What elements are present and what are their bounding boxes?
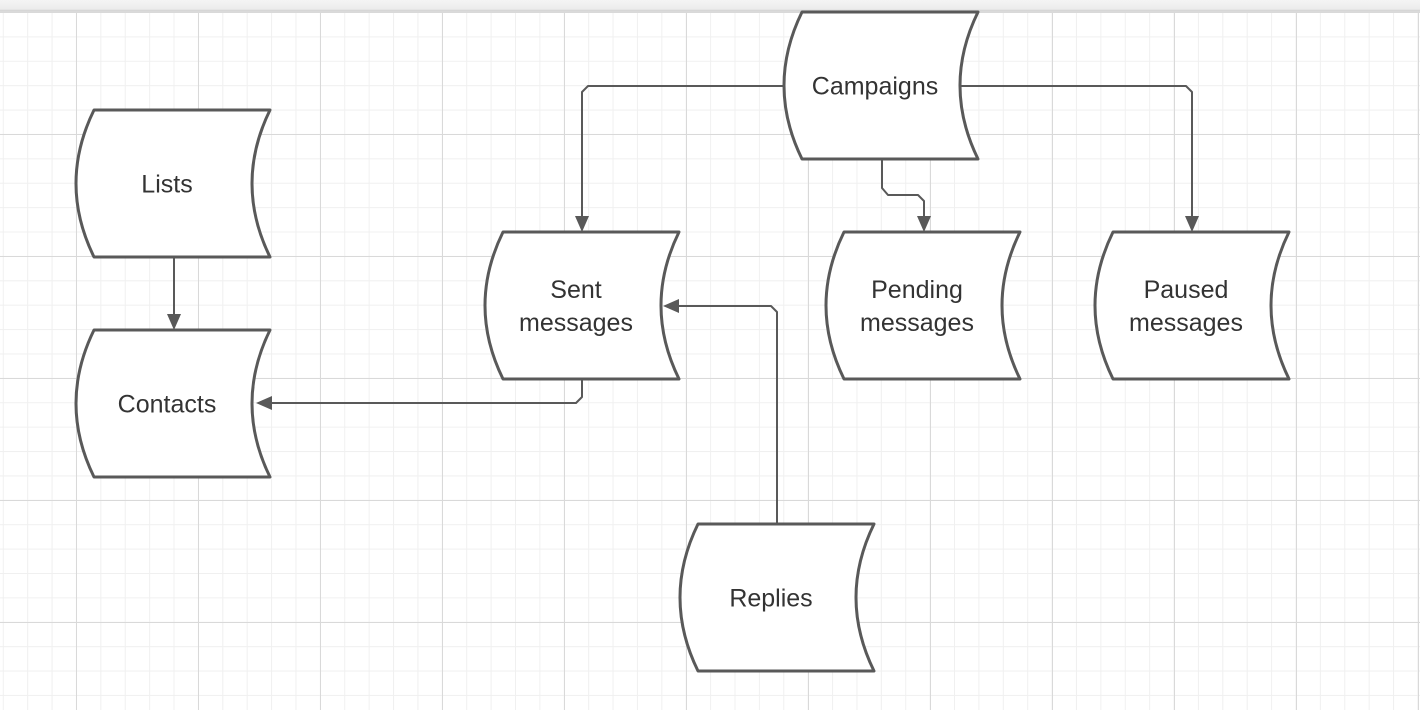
node-label: messages <box>860 309 974 337</box>
stored-data-shape <box>678 522 876 673</box>
node-lists[interactable]: Lists <box>74 108 272 259</box>
node-label: Contacts <box>118 391 217 419</box>
stored-data-shape <box>1093 230 1291 381</box>
node-label: messages <box>1129 309 1243 337</box>
stored-data-shape <box>74 328 272 479</box>
connector-line <box>960 85 1193 216</box>
edge-campaigns-to-pending-messages[interactable] <box>881 160 931 232</box>
node-sent-messages[interactable]: Sent messages <box>483 230 681 381</box>
node-paused-messages[interactable]: Paused messages <box>1093 230 1291 381</box>
connector-line <box>881 160 925 216</box>
toolbar-edge <box>0 0 1420 12</box>
node-label: Sent <box>550 276 601 304</box>
arrow-head-icon <box>1185 216 1199 232</box>
node-replies[interactable]: Replies <box>678 522 876 673</box>
edge-campaigns-to-paused-messages[interactable] <box>960 85 1199 232</box>
node-campaigns[interactable]: Campaigns <box>782 10 980 161</box>
edge-campaigns-to-sent-messages[interactable] <box>575 85 784 232</box>
edge-lists-to-contacts[interactable] <box>167 258 181 330</box>
stored-data-shape <box>782 10 980 161</box>
arrow-head-icon <box>917 216 931 232</box>
connector-line <box>272 380 583 404</box>
stored-data-shape <box>74 108 272 259</box>
connector-line <box>679 305 778 524</box>
node-label: Replies <box>729 585 812 613</box>
node-pending-messages[interactable]: Pending messages <box>824 230 1022 381</box>
edges-layer <box>167 85 1199 524</box>
node-label: Pending <box>871 276 963 304</box>
node-contacts[interactable]: Contacts <box>74 328 272 479</box>
stored-data-shape <box>824 230 1022 381</box>
node-label: Lists <box>141 171 192 199</box>
node-label: Paused <box>1144 276 1229 304</box>
node-label: Campaigns <box>812 73 938 101</box>
arrow-head-icon <box>256 396 272 410</box>
arrow-head-icon <box>575 216 589 232</box>
nodes-layer: CampaignsListsContactsSentmessagesPendin… <box>74 10 1291 673</box>
edge-replies-to-sent-messages[interactable] <box>663 299 778 524</box>
arrow-head-icon <box>167 314 181 330</box>
stored-data-shape <box>483 230 681 381</box>
node-label: messages <box>519 309 633 337</box>
edge-sent-messages-to-contacts[interactable] <box>256 380 583 410</box>
arrow-head-icon <box>663 299 679 313</box>
connector-line <box>581 85 784 216</box>
